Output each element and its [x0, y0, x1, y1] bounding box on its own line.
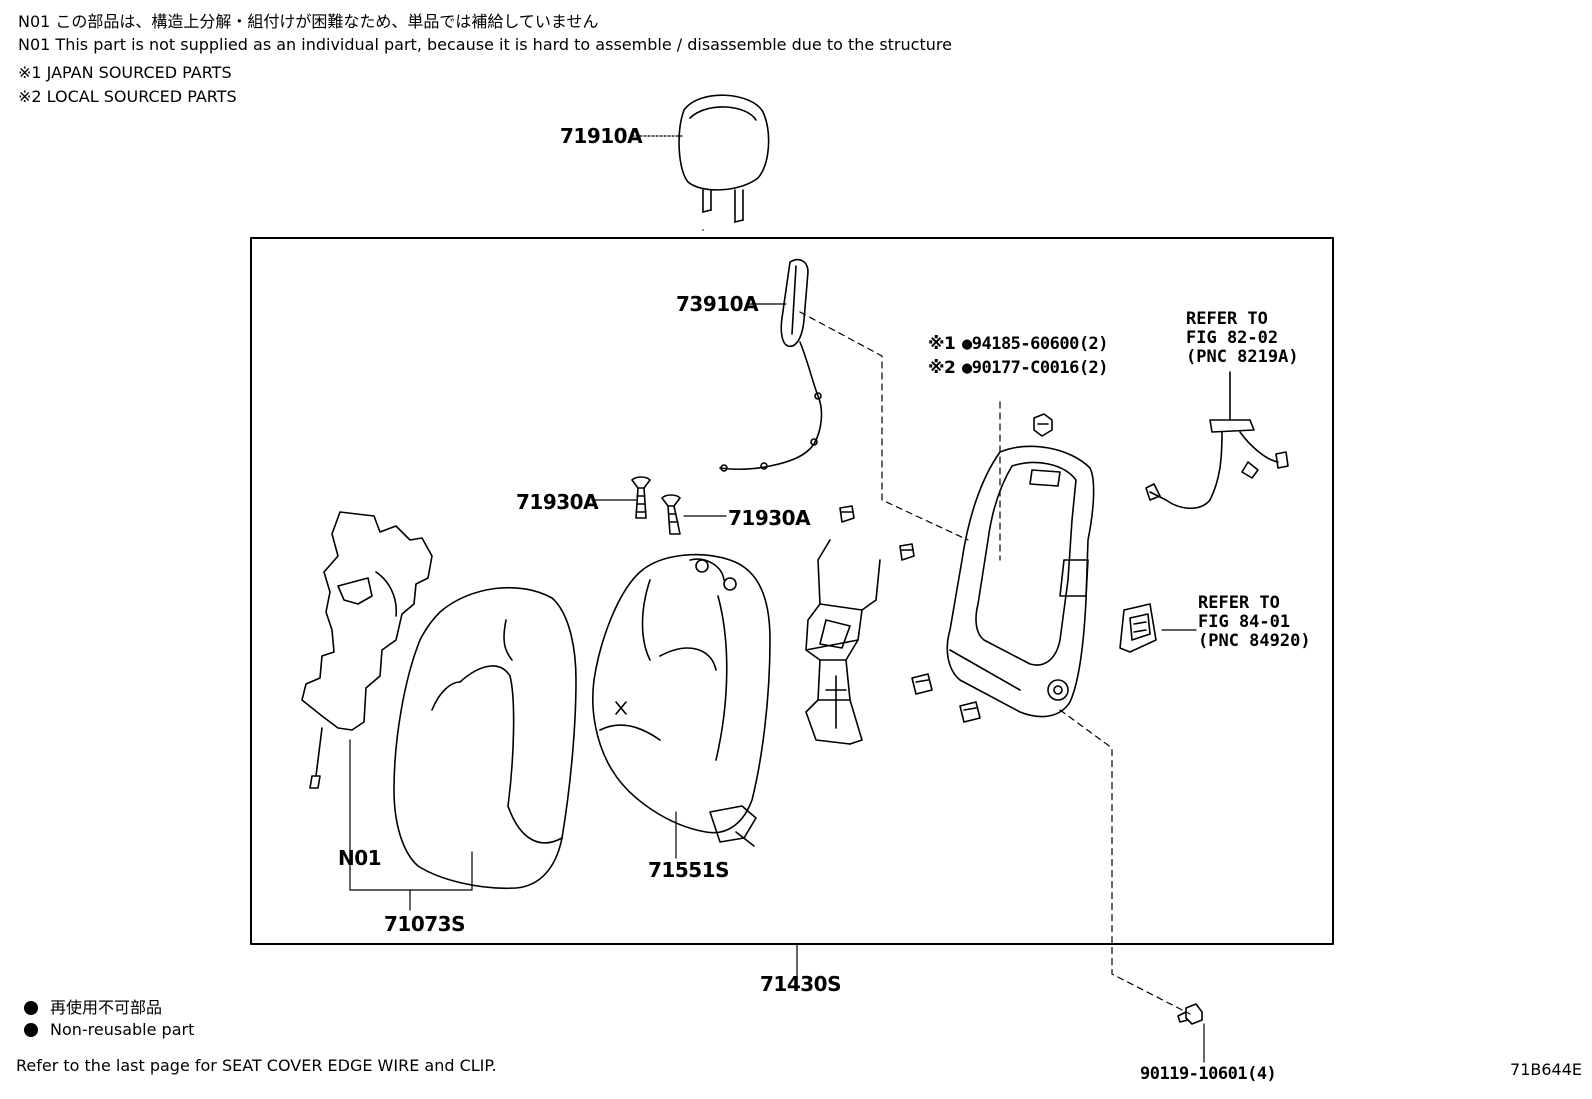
note-local-sourced: ※2 LOCAL SOURCED PARTS: [18, 87, 237, 106]
heater-mat-drawing: [302, 512, 432, 788]
headrest-drawing: [679, 95, 769, 222]
label-guide-left: 71930A: [516, 490, 599, 514]
guide-left-drawing: [632, 477, 650, 518]
airbag-drawing: [720, 260, 821, 471]
label-nut-1: ●94185-60600(2): [962, 334, 1109, 354]
nut-drawing: [1034, 414, 1052, 436]
dashed-airbag: [800, 312, 968, 540]
harness-drawing: [1146, 372, 1288, 508]
label-pad: 71551S: [648, 858, 729, 882]
dashed-bolt: [1060, 710, 1190, 1014]
note-japan-sourced: ※1 JAPAN SOURCED PARTS: [18, 63, 232, 82]
label-bolt: 90119-10601(4): [1140, 1064, 1277, 1084]
label-guide-right: 71930A: [728, 506, 811, 530]
non-reusable-dot-icon: [24, 1023, 38, 1037]
switch-drawing: [1120, 604, 1156, 652]
assembly-border: [251, 238, 1333, 944]
label-pad-group: N01: [338, 846, 382, 870]
guide-right-drawing: [662, 495, 680, 534]
bracket-cover: [350, 740, 472, 890]
label-cover: 71073S: [384, 912, 465, 936]
note-n01-jp: N01 この部品は、構造上分解・組付けが困難なため、単品では補給していません: [18, 12, 599, 31]
legend-en: Non-reusable part: [24, 1020, 194, 1039]
label-nut-2: ●90177-C0016(2): [962, 358, 1109, 378]
clip-c-drawing: [912, 674, 932, 694]
label-headrest: 71910A: [560, 124, 643, 148]
ref-switch: REFER TO FIG 84-01 (PNC 84920): [1198, 593, 1311, 651]
note-n01-en: N01 This part is not supplied as an indi…: [18, 35, 952, 54]
clip-d-drawing: [960, 702, 980, 722]
footer-note: Refer to the last page for SEAT COVER ED…: [16, 1056, 497, 1075]
diagram-code: 71B644E: [1510, 1060, 1582, 1079]
wire-frame-drawing: [806, 540, 880, 744]
seat-cover-drawing: [394, 588, 576, 889]
non-reusable-dot-icon: [24, 1001, 38, 1015]
legend-jp: 再使用不可部品: [24, 994, 162, 1018]
label-nut-2-mark: ※2: [928, 358, 956, 378]
ref-harness: REFER TO FIG 82-02 (PNC 8219A): [1186, 309, 1299, 367]
seatback-frame-drawing: [947, 446, 1093, 716]
label-nut-1-mark: ※1: [928, 334, 956, 354]
label-airbag: 73910A: [676, 292, 759, 316]
bolt-drawing: [1178, 1004, 1202, 1024]
clip-a-drawing: [840, 506, 854, 522]
clip-b-drawing: [900, 544, 914, 560]
seat-pad-drawing: [593, 555, 770, 846]
label-assembly: 71430S: [760, 972, 841, 996]
